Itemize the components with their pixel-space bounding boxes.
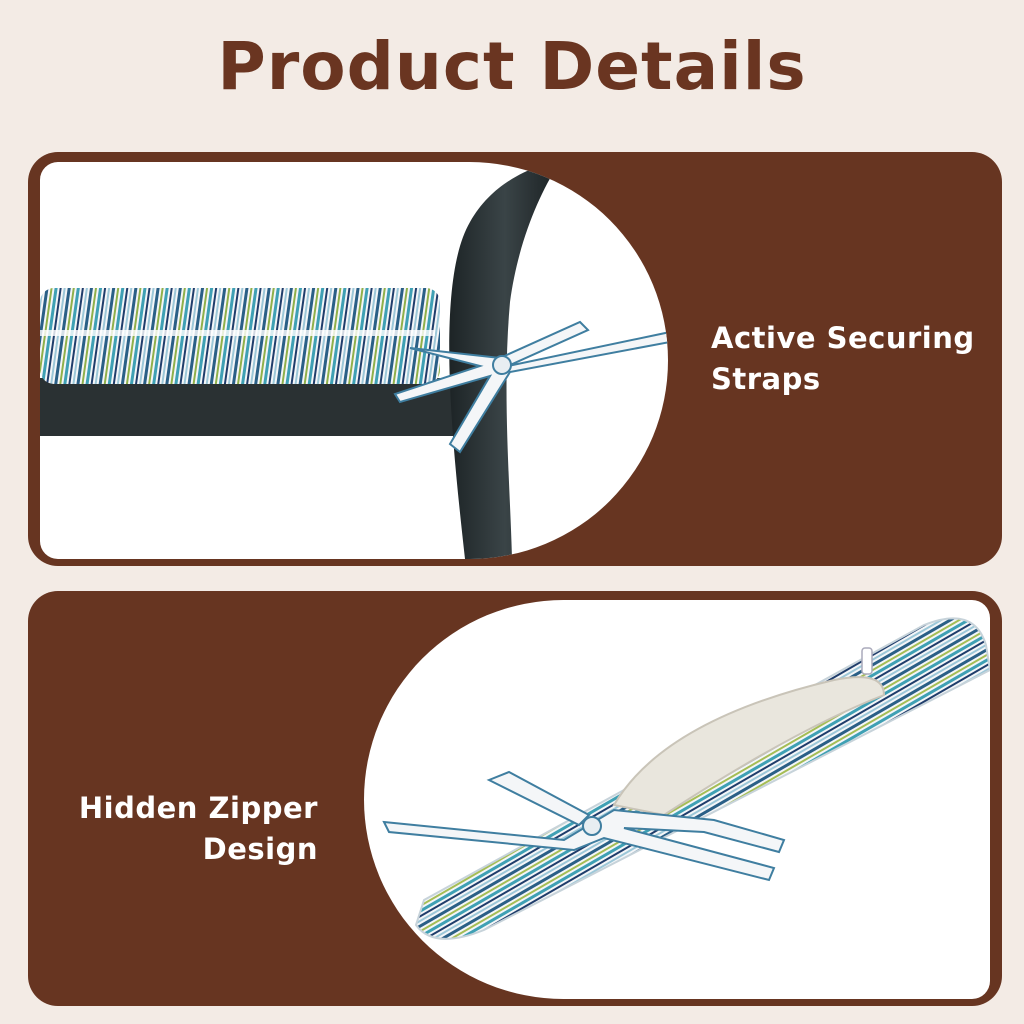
chair-cushion-illustration: [40, 162, 668, 559]
page-title: Product Details: [217, 28, 807, 105]
feature-label-hidden-zipper: Hidden Zipper Design: [48, 788, 318, 870]
feature-label-line: Design: [202, 832, 318, 866]
feature-panel-securing-straps: Active Securing Straps: [28, 152, 1002, 566]
feature-label-line: Active Securing: [711, 321, 975, 355]
feature-label-line: Straps: [711, 362, 821, 396]
hidden-zipper-photo: [364, 600, 990, 999]
rolled-cushion-illustration: [382, 617, 990, 940]
securing-straps-photo: [40, 162, 668, 559]
feature-panel-hidden-zipper: Hidden Zipper Design: [28, 591, 1002, 1006]
feature-label-securing-straps: Active Securing Straps: [711, 318, 975, 400]
feature-label-line: Hidden Zipper: [78, 791, 318, 825]
